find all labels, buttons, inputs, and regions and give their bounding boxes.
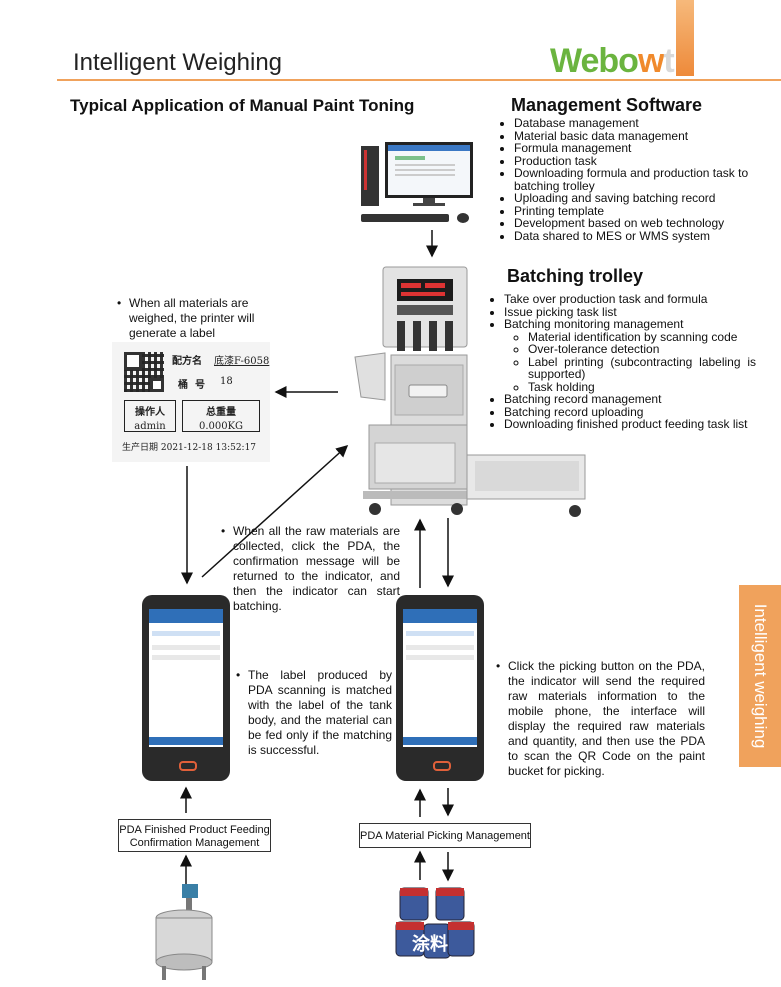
list-item: Production task [514, 154, 759, 168]
trolley-list: Take over production task and formula Is… [488, 293, 756, 431]
paint-buckets-illustration [395, 887, 475, 959]
pda-left-image [142, 595, 230, 781]
trolley-title: Batching trolley [507, 266, 644, 286]
sub-list-item: Material identification by scanning code [528, 330, 756, 344]
list-item: Database management [514, 117, 759, 130]
top-accent-bar [676, 0, 694, 76]
list-item: Downloading formula and production task … [514, 167, 759, 192]
label-match-note: •The label produced by PDA scanning is m… [236, 668, 392, 757]
feeding-confirmation-box: PDA Finished Product Feeding Confirmatio… [118, 819, 271, 852]
list-item: Issue picking task list [504, 305, 756, 319]
management-title: Management Software [511, 95, 703, 115]
label-weight-cell: 总重量 0.000KG [182, 400, 260, 432]
label-date: 生产日期 2021-12-18 13:52:17 [122, 443, 257, 453]
collected-note: •When all the raw materials are collecte… [221, 524, 400, 613]
list-item: Printing template [514, 204, 759, 218]
side-tab: Intelligent weighing [739, 585, 781, 767]
sub-list-item: Label printing (subcontracting labeling … [528, 355, 756, 381]
list-item: Development based on web technology [514, 217, 759, 230]
list-item: Material basic data management [514, 129, 759, 143]
qr-code-icon [124, 352, 164, 392]
sub-list-item: Task holding [528, 380, 756, 394]
mixing-tank-illustration [155, 884, 213, 980]
list-item: Downloading finished product feeding tas… [504, 418, 756, 431]
paint-label: 涂料 [412, 934, 448, 955]
label-formula-key: 配方名 [172, 356, 202, 367]
list-item: Uploading and saving batching record [514, 192, 759, 205]
header-divider [57, 79, 781, 81]
label-operator-cell: 操作人 admin [124, 400, 176, 432]
list-item: Take over production task and formula [504, 293, 756, 306]
label-code-value: 18 [220, 376, 233, 387]
page-title: Intelligent Weighing [73, 49, 283, 76]
picking-note: •Click the picking button on the PDA, th… [496, 659, 705, 778]
printed-label-image: 配方名 底漆F-6058 桶 号 18 操作人 admin 总重量 0.000K… [112, 342, 270, 462]
list-item: Batching record uploading [504, 405, 756, 419]
list-item: Batching monitoring management Material … [504, 318, 756, 393]
sub-list-item: Over-tolerance detection [528, 343, 756, 356]
material-picking-box: PDA Material Picking Management [359, 823, 531, 848]
management-list: Database management Material basic data … [498, 117, 759, 242]
application-heading: Typical Application of Manual Paint Toni… [70, 96, 415, 115]
list-item: Formula management [514, 142, 759, 155]
label-code-key: 桶 号 [178, 380, 205, 391]
printer-note: •When all materials are weighed, the pri… [117, 296, 255, 340]
pda-right-image [396, 595, 484, 781]
list-item: Data shared to MES or WMS system [514, 229, 759, 243]
computer-illustration [361, 142, 473, 223]
brand-logo: Webowt [550, 42, 675, 80]
list-item: Batching record management [504, 393, 756, 406]
batching-trolley-illustration [354, 266, 586, 517]
label-formula-value: 底漆F-6058 [214, 356, 270, 367]
